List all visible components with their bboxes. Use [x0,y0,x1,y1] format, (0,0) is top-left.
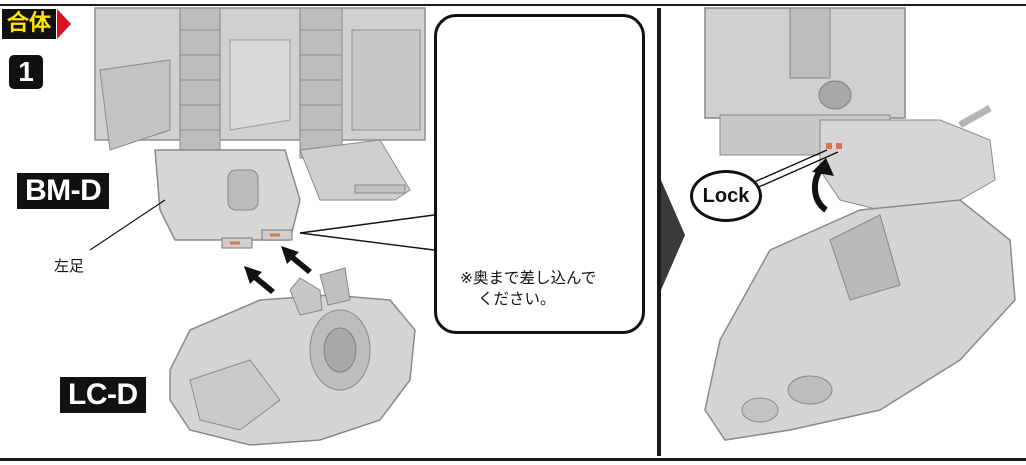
step-number: 1 [9,55,43,89]
section-tag: 合体 [2,8,72,40]
assembled-leg-art [704,7,1016,441]
section-title: 合体 [2,9,57,39]
lock-leader [751,149,839,191]
next-step-arrow-icon [661,180,685,290]
insert-note: ※奥まで差し込んで ください。 [460,268,635,310]
part-label-bm-d: BM-D [17,173,110,209]
detail-callout [434,14,645,334]
chevron-right-icon [57,9,72,39]
part-label-lc-d: LC-D [60,377,146,413]
insert-arrow-icon [244,246,312,294]
left-foot-leader [89,199,166,251]
left-foot-label: 左足 [54,258,85,275]
bm-d-leg-art [94,7,426,249]
top-rule [0,4,1026,6]
insert-note-line-2: ください。 [478,291,556,308]
step-divider [657,8,661,456]
rotate-arrow-icon [812,158,834,213]
lock-badge: Lock [690,170,762,222]
insert-note-line-1: ※奥まで差し込んで [460,270,597,287]
bottom-rule [0,458,1026,461]
lc-d-part-art [169,267,416,446]
zoom-lines [299,214,435,251]
